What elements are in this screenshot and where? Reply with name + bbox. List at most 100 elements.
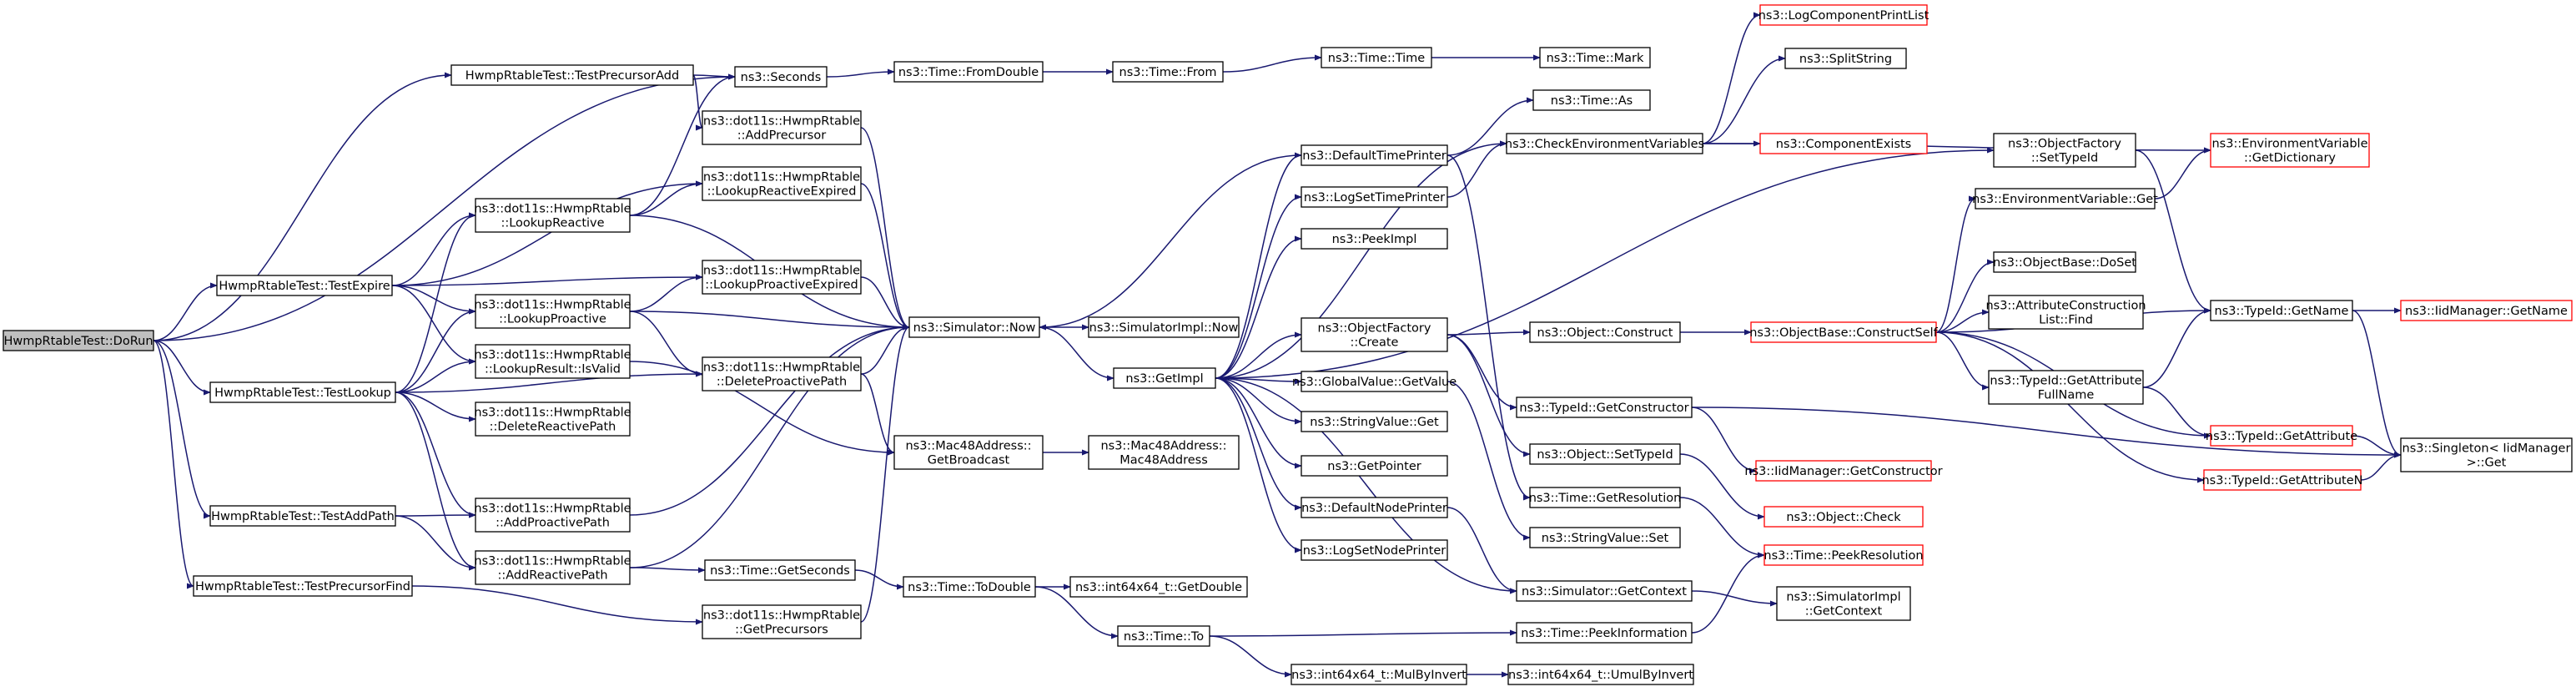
node-peekres[interactable]: ns3::Time::PeekResolution: [1763, 544, 1924, 566]
node-globalget[interactable]: ns3::GlobalValue::GetValue: [1292, 371, 1457, 392]
node-envdict[interactable]: ns3::EnvironmentVariable::GetDictionary: [2210, 133, 2370, 168]
node-box: [1117, 625, 1210, 647]
node-objfactcreate[interactable]: ns3::ObjectFactory::Create: [1301, 317, 1448, 352]
node-logsetnode[interactable]: ns3::LogSetNodePrinter: [1301, 539, 1448, 561]
node-timeas[interactable]: ns3::Time::As: [1532, 89, 1651, 111]
node-lookproexp[interactable]: ns3::dot11s::HwmpRtable::LookupProactive…: [702, 260, 862, 295]
node-box: [475, 550, 631, 585]
edge-getattrfull-to-getattr: [2142, 386, 2211, 439]
node-getctor[interactable]: ns3::TypeId::GetConstructor: [1516, 397, 1693, 418]
node-objconstruct[interactable]: ns3::Object::Construct: [1529, 321, 1681, 343]
node-strvalget[interactable]: ns3::StringValue::Get: [1301, 411, 1448, 432]
node-dorun[interactable]: HwmpRtableTest::DoRun: [3, 330, 154, 351]
node-label: HwmpRtableTest::TestPrecursorFind: [195, 580, 410, 594]
node-umulbyinv[interactable]: ns3::int64x64_t::UmulByInvert: [1507, 664, 1694, 685]
call-edge: [2154, 147, 2211, 200]
node-t_lookup[interactable]: HwmpRtableTest::TestLookup: [209, 381, 396, 403]
node-timefrom[interactable]: ns3::Time::From: [1112, 61, 1224, 83]
node-t_precfind[interactable]: HwmpRtableTest::TestPrecursorFind: [193, 575, 413, 597]
edge-lookreactexp-to-simnow: [860, 183, 910, 331]
edge-getimpl-to-peekimpl: [1215, 235, 1302, 379]
node-settypeid_obj[interactable]: ns3::Object::SetTypeId: [1529, 443, 1681, 465]
node-timetime[interactable]: ns3::Time::Time: [1321, 47, 1432, 68]
node-getattr[interactable]: ns3::TypeId::GetAttribute: [2206, 425, 2357, 447]
call-edge: [1215, 147, 1995, 379]
node-label: ns3::LogComponentPrintList: [1758, 9, 1929, 23]
call-edge: [1215, 235, 1302, 379]
node-simimplnow[interactable]: ns3::SimulatorImpl::Now: [1088, 316, 1240, 338]
node-factsettypeid[interactable]: ns3::ObjectFactory::SetTypeId: [1993, 133, 2136, 168]
node-t_addpath[interactable]: HwmpRtableTest::TestAddPath: [209, 505, 396, 527]
node-peekinfo[interactable]: ns3::Time::PeekInformation: [1516, 622, 1693, 644]
node-getseconds[interactable]: ns3::Time::GetSeconds: [704, 559, 856, 581]
node-box: [734, 66, 828, 88]
node-timemark[interactable]: ns3::Time::Mark: [1539, 47, 1651, 68]
node-timeto[interactable]: ns3::Time::To: [1117, 625, 1210, 647]
node-label: ns3::TypeId::GetAttribute: [2206, 430, 2357, 443]
node-label: ns3::Time::FromDouble: [898, 66, 1039, 79]
node-addprec[interactable]: ns3::dot11s::HwmpRtable::AddPrecursor: [702, 110, 862, 145]
node-macbcast[interactable]: ns3::Mac48Address::GetBroadcast: [893, 435, 1044, 470]
node-constructself[interactable]: ns3::ObjectBase::ConstructSelf: [1749, 321, 1939, 343]
node-deftimeprinter[interactable]: ns3::DefaultTimePrinter: [1301, 144, 1448, 166]
node-iidname[interactable]: ns3::IidManager::GetName: [2400, 300, 2573, 321]
edge-t_precadd-to-addprec: [692, 74, 703, 131]
node-iidgetctor[interactable]: ns3::IidManager::GetConstructor: [1744, 460, 1943, 482]
node-t_precadd[interactable]: HwmpRtableTest::TestPrecursorAdd: [450, 64, 694, 86]
node-simimplctx[interactable]: ns3::SimulatorImpl::GetContext: [1776, 586, 1911, 621]
node-addreact[interactable]: ns3::dot11s::HwmpRtable::AddReactivePath: [474, 550, 631, 585]
node-getdouble[interactable]: ns3::int64x64_t::GetDouble: [1069, 576, 1248, 598]
node-todouble[interactable]: ns3::Time::ToDouble: [903, 576, 1036, 598]
node-splitstring[interactable]: ns3::SplitString: [1784, 48, 1907, 69]
node-getresolution[interactable]: ns3::Time::GetResolution: [1529, 487, 1682, 508]
edge-settypeid_obj-to-objcheck: [1679, 453, 1765, 520]
node-fromdouble[interactable]: ns3::Time::FromDouble: [893, 61, 1044, 83]
node-getimpl[interactable]: ns3::GetImpl: [1113, 367, 1216, 389]
node-label: ns3::GetPointer: [1327, 460, 1421, 473]
node-box: [475, 294, 631, 329]
node-peekimpl[interactable]: ns3::PeekImpl: [1301, 228, 1448, 250]
node-logcomplist[interactable]: ns3::LogComponentPrintList: [1758, 4, 1929, 26]
node-envget[interactable]: ns3::EnvironmentVariable::Get: [1972, 188, 2158, 210]
node-logsettime[interactable]: ns3::LogSetTimePrinter: [1301, 186, 1448, 208]
node-getattrn[interactable]: ns3::TypeId::GetAttributeN: [2201, 469, 2363, 491]
edge-t_lookup-to-delreact: [395, 391, 476, 422]
node-box: [1301, 186, 1448, 208]
node-seconds[interactable]: ns3::Seconds: [734, 66, 828, 88]
call-edge: [1935, 331, 1990, 391]
node-isvalid[interactable]: ns3::dot11s::HwmpRtable::LookupResult::I…: [474, 344, 631, 379]
edge-getimpl-to-getpointer: [1215, 377, 1302, 469]
node-delreact[interactable]: ns3::dot11s::HwmpRtable::DeleteReactiveP…: [474, 402, 631, 437]
node-compexists[interactable]: ns3::ComponentExists: [1759, 133, 1928, 154]
node-doset[interactable]: ns3::ObjectBase::DoSet: [1993, 251, 2136, 273]
node-typeidname[interactable]: ns3::TypeId::GetName: [2210, 300, 2353, 321]
node-addpro[interactable]: ns3::dot11s::HwmpRtable::AddProactivePat…: [474, 498, 631, 533]
node-strvalset[interactable]: ns3::StringValue::Set: [1529, 527, 1681, 548]
node-label: FullName: [2038, 389, 2095, 402]
node-simgetctx[interactable]: ns3::Simulator::GetContext: [1516, 580, 1693, 602]
node-delpro[interactable]: ns3::dot11s::HwmpRtable::DeleteProactive…: [702, 356, 862, 391]
node-label: List::Find: [2039, 314, 2093, 327]
node-box: [1755, 460, 1932, 482]
node-checkenv[interactable]: ns3::CheckEnvironmentVariables: [1505, 133, 1704, 154]
node-t_expire[interactable]: HwmpRtableTest::TestExpire: [216, 275, 393, 296]
node-objcheck[interactable]: ns3::Object::Check: [1763, 506, 1924, 528]
node-mulbyinv[interactable]: ns3::int64x64_t::MulByInvert: [1291, 664, 1467, 685]
node-singleton[interactable]: ns3::Singleton< IidManager >::Get: [2400, 437, 2573, 472]
node-getpointer[interactable]: ns3::GetPointer: [1301, 455, 1448, 477]
call-edge: [391, 180, 703, 286]
node-defnodeprinter[interactable]: ns3::DefaultNodePrinter: [1301, 497, 1448, 518]
call-edge: [1215, 152, 1302, 379]
node-lookreactexp[interactable]: ns3::dot11s::HwmpRtable::LookupReactiveE…: [702, 166, 862, 201]
node-lookreact[interactable]: ns3::dot11s::HwmpRtable::LookupReactive: [474, 198, 631, 233]
call-edge: [1215, 377, 1302, 553]
node-box: [702, 110, 862, 145]
call-edge: [860, 373, 895, 456]
node-simnow[interactable]: ns3::Simulator::Now: [908, 316, 1040, 338]
node-lookpro[interactable]: ns3::dot11s::HwmpRtable::LookupProactive: [474, 294, 631, 329]
node-getprec[interactable]: ns3::dot11s::HwmpRtable::GetPrecursors: [702, 604, 862, 639]
node-macctor[interactable]: ns3::Mac48Address::Mac48Address: [1088, 435, 1240, 470]
node-box: [1776, 586, 1911, 621]
